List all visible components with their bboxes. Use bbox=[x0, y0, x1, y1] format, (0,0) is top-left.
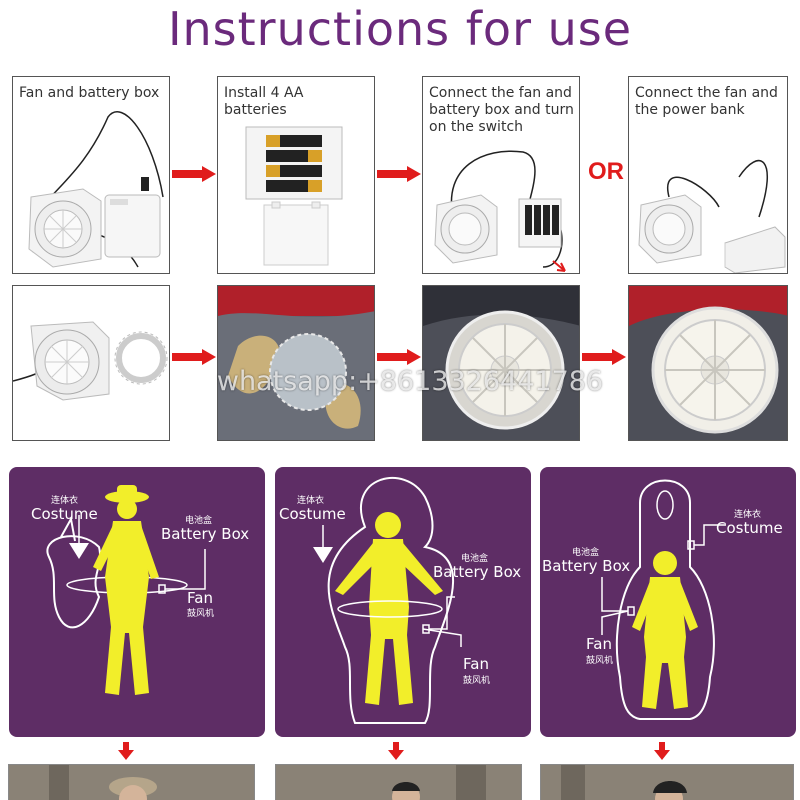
fan-label: Fan bbox=[463, 655, 489, 673]
fan-and-ring-photo bbox=[12, 285, 170, 441]
fan-ring-illustration bbox=[13, 321, 168, 401]
arrow-right-icon bbox=[172, 166, 216, 182]
step-panel-connect-power-bank: Connect the fan and the power bank bbox=[628, 76, 788, 274]
tall-figure-illustration bbox=[601, 479, 726, 720]
fan-battery-illustration bbox=[28, 111, 164, 268]
arrow-right-icon bbox=[172, 349, 216, 365]
step-caption: Install 4 AA batteries bbox=[224, 85, 304, 118]
fan-locked-ring-photo bbox=[628, 285, 788, 441]
battery-box-label: Battery Box bbox=[542, 557, 631, 575]
fan-inserted-photo bbox=[422, 285, 580, 441]
costume-label: Costume bbox=[279, 505, 346, 523]
fan-label: Fan bbox=[586, 635, 612, 653]
connected-battery-illustration bbox=[434, 150, 566, 272]
wearer-photo bbox=[8, 764, 255, 800]
step-caption: Fan and battery box bbox=[19, 85, 160, 101]
fan-label-cn: 鼓风机 bbox=[586, 656, 614, 666]
costume-fabric-hole-photo bbox=[217, 285, 375, 441]
wearer-photo bbox=[275, 764, 522, 800]
cowboy-costume-diagram: 连体衣 Costume 电池盒 Battery Box Fan 鼓风机 bbox=[9, 467, 265, 737]
arrow-down-icon bbox=[654, 742, 670, 760]
or-label: OR bbox=[588, 158, 624, 185]
arrow-down-icon bbox=[118, 742, 134, 760]
step-panel-connect-battery: Connect the fan and battery box and turn… bbox=[422, 76, 580, 274]
battery-box-label: Battery Box bbox=[161, 525, 250, 543]
arrow-right-icon bbox=[582, 349, 626, 365]
wearer-photo bbox=[540, 764, 794, 800]
costume-label: Costume bbox=[716, 519, 783, 537]
inflatable-figure-illustration bbox=[313, 476, 462, 724]
power-bank-illustration bbox=[638, 159, 786, 273]
step-caption: Connect the fan and battery box and turn… bbox=[429, 85, 574, 135]
step-caption: Connect the fan and the power bank bbox=[635, 85, 778, 118]
battery-box-label-cn: 电池盒 bbox=[461, 554, 489, 564]
battery-box-illustration bbox=[245, 126, 343, 266]
page-title: Instructions for use bbox=[167, 2, 633, 56]
fan-label-cn: 鼓风机 bbox=[187, 609, 215, 619]
tall-costume-diagram: 连体衣 Costume 电池盒 Battery Box Fan 鼓风机 bbox=[540, 467, 796, 737]
arrow-right-icon bbox=[377, 349, 421, 365]
step-panel-fan-battery: Fan and battery box bbox=[12, 76, 170, 274]
cowboy-figure-illustration bbox=[46, 485, 206, 695]
battery-box-label: Battery Box bbox=[433, 563, 522, 581]
fan-label-cn: 鼓风机 bbox=[463, 676, 491, 686]
battery-box-label-cn: 电池盒 bbox=[572, 548, 600, 558]
inflatable-suit-diagram: 连体衣 Costume 电池盒 Battery Box Fan 鼓风机 bbox=[275, 467, 531, 737]
costume-label: Costume bbox=[31, 505, 98, 523]
costume-label-cn: 连体衣 bbox=[297, 496, 325, 506]
arrow-right-icon bbox=[377, 166, 421, 182]
costume-label-cn: 连体衣 bbox=[734, 510, 762, 520]
fan-label: Fan bbox=[187, 589, 213, 607]
step-panel-install-batteries: Install 4 AA batteries bbox=[217, 76, 375, 274]
costume-label-cn: 连体衣 bbox=[51, 496, 79, 506]
battery-box-label-cn: 电池盒 bbox=[185, 516, 213, 526]
arrow-down-icon bbox=[388, 742, 404, 760]
